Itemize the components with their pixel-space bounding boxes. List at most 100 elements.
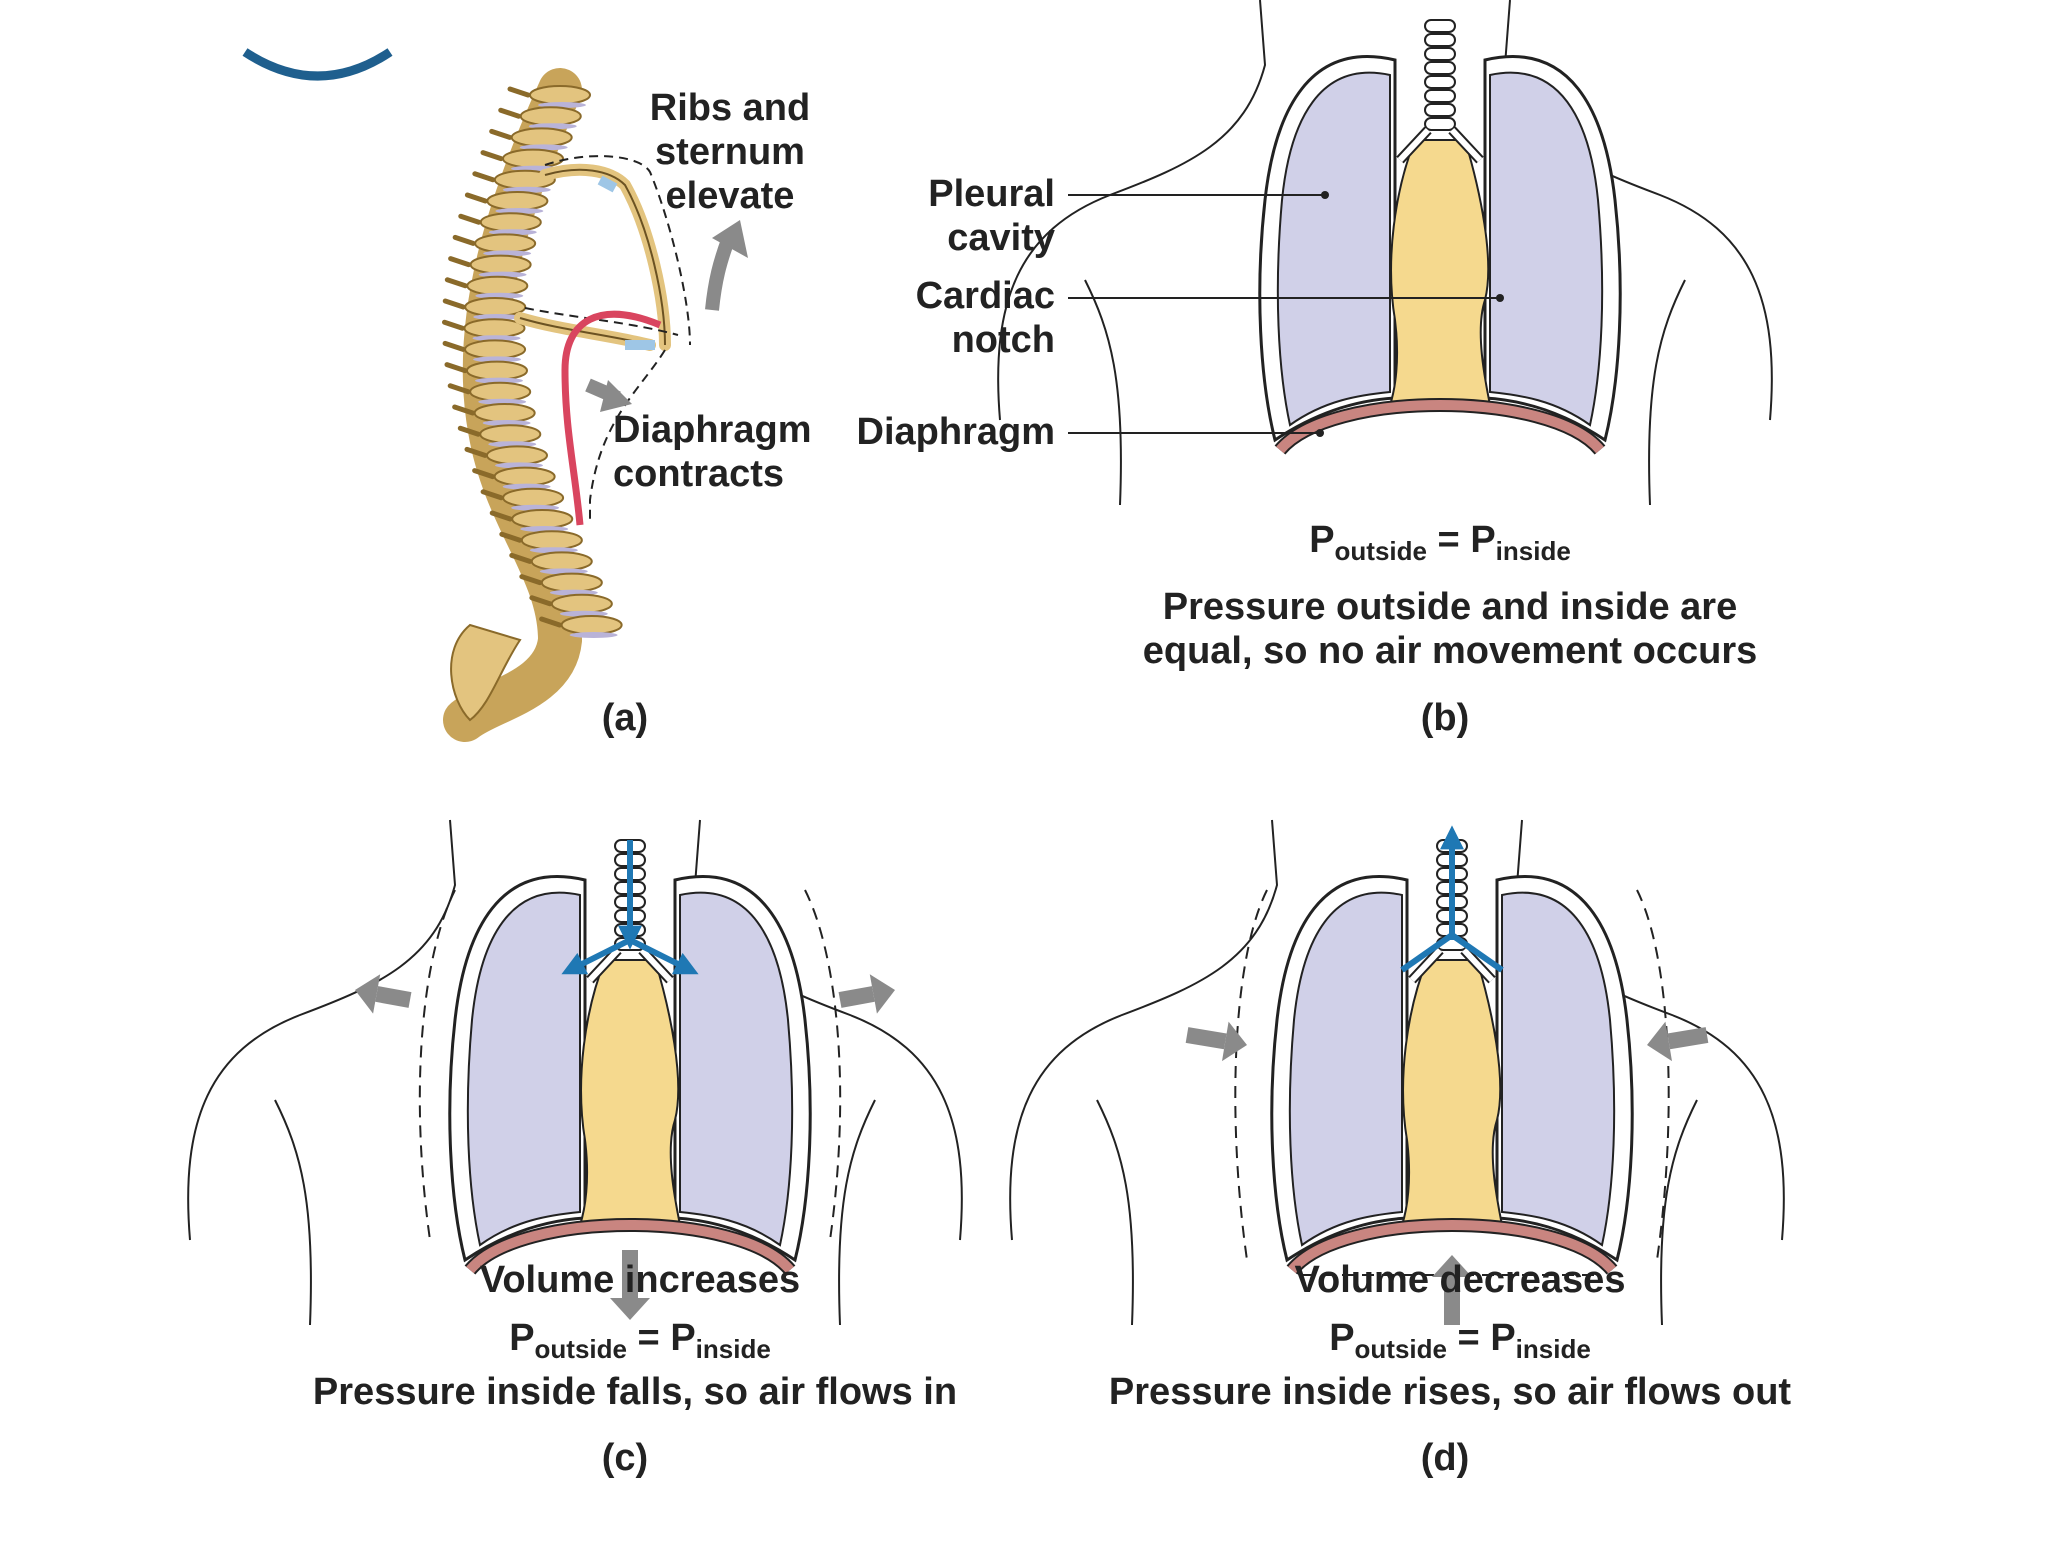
trachea-ring [1424,89,1456,103]
intervertebral-disc [569,632,618,638]
chest-compress-arrow-left-shaft [1185,1027,1227,1050]
vertebra [493,466,556,487]
logo-fragment [242,48,393,81]
vertebra-process [480,150,504,162]
ribs-label-line1: Ribs and [649,87,811,129]
trachea-ring [1424,117,1456,131]
vertebra [540,572,603,593]
panel-c-pressure-equation: Poutside = Pinside [430,1316,850,1362]
vertebra-process [458,213,482,225]
vertebra-process [464,192,488,204]
vertebra-process [529,595,553,607]
panel-b-caption-line2: equal, so no air movement occurs [1142,630,1758,672]
vertebra-process [448,256,472,268]
vertebra [464,339,527,360]
right-arm-line [838,1099,876,1326]
vertebra [479,424,542,445]
chest-expand-arrow-right-head [869,974,895,1014]
eq-c-op: = [627,1317,671,1359]
trachea-ring [1424,19,1456,33]
pleural-cavity-label: Pleural cavity [850,172,1055,260]
diaphragm-down-arrow-head [610,1298,650,1320]
trachea-ring [1424,103,1456,117]
diaphragm-callout-label: Diaphragm [856,411,1055,453]
eq-d-sub1: outside [1354,1334,1447,1364]
diaphragm-contracts-line2: contracts [613,453,785,495]
vertebra [560,615,623,635]
pleural-label-line2: cavity [947,217,1055,259]
air-out-arrow-right [1450,932,1504,973]
cardiac-label-line1: Cardiac [915,275,1055,317]
eq-c-sub2: inside [695,1334,771,1364]
vertebra-process [489,510,513,522]
right-lung [1501,891,1616,1247]
vertebra [486,191,549,211]
eq-b-sub2: inside [1495,536,1571,566]
vertebra [474,233,537,254]
vertebra-process [444,277,468,289]
vertebra-process [498,107,522,119]
mediastinum [1400,959,1504,1226]
vertebra [501,148,564,169]
panel-a-label: (a) [601,697,649,739]
panel-b-label: (b) [1420,697,1470,739]
sacrum [450,623,522,722]
ribs-elevate-arrow [705,237,735,311]
vertebra-process [452,404,476,416]
panel-d-pressure-equation: Poutside = Pinside [1250,1316,1670,1362]
diaphragm-contracts-label: Diaphragm contracts [613,408,811,496]
panel-b-caption: Pressure outside and inside are equal, s… [1090,585,1810,673]
left-shoulder-outline [187,819,457,1241]
eq-b-sub1: outside [1334,536,1427,566]
vertebra-process [442,340,466,352]
eq-d-op: = [1447,1317,1491,1359]
panel-d-volume-label: Volume decreases [1294,1259,1626,1301]
cardiac-notch-marker [1496,294,1504,302]
vertebra [502,487,565,508]
vertebra [550,593,613,614]
trachea-ring [1424,75,1456,89]
intervertebral-disc [472,335,521,342]
ribs-label-line2: sternum [655,131,805,173]
pleural-cavity-marker [1321,191,1329,199]
panel-b-callout-lines [1068,194,1500,434]
left-lung [1288,891,1403,1247]
panel-b-caption-line1: Pressure outside and inside are [1162,586,1738,628]
diaphragm-contracts-arrowhead [600,380,632,412]
panel-c-label: (c) [601,1437,649,1479]
vertebra-process [442,298,466,310]
rib-elevated-dashed-2 [524,307,679,336]
vertebra [510,127,573,148]
diaphragm-contracted-dashed [589,349,666,520]
chest-compress-arrow-right-shaft [1667,1027,1709,1050]
chest-expand-arrow-right-shaft [838,986,875,1008]
eq-d-p2: P [1490,1317,1516,1359]
vertebra [520,530,583,551]
air-in-arrow-right [628,937,699,975]
eq-d-sub2: inside [1515,1334,1591,1364]
left-lung [1276,71,1391,427]
chest-compress-arrow-right-head [1647,1021,1672,1062]
vertebra-process [444,362,468,374]
bronchi-lumen [587,947,673,983]
left-lung [466,891,581,1247]
air-out-arrow-left [1400,932,1454,973]
vertebra-process [472,171,496,183]
vertebrae [441,85,623,638]
intervertebral-disc [473,314,522,320]
vertebra-process [480,489,504,501]
cardiac-label-line2: notch [951,319,1055,361]
vertebra [469,254,532,275]
bronchi-lumen [1397,127,1483,163]
pleural-label-line1: Pleural [928,173,1055,215]
diaphragm-marker [1316,429,1324,437]
chest-expand-arrow-left-head [355,974,381,1014]
vertebra [511,509,574,529]
diaphragm [1276,400,1604,454]
trachea-ring [1424,61,1456,75]
air-in-arrow-left [561,937,632,975]
vertebra-process [441,319,465,331]
vertebra-process [472,468,496,480]
panel-d-caption: Pressure inside rises, so air flows out [1108,1371,1792,1413]
intervertebral-disc [482,420,531,426]
